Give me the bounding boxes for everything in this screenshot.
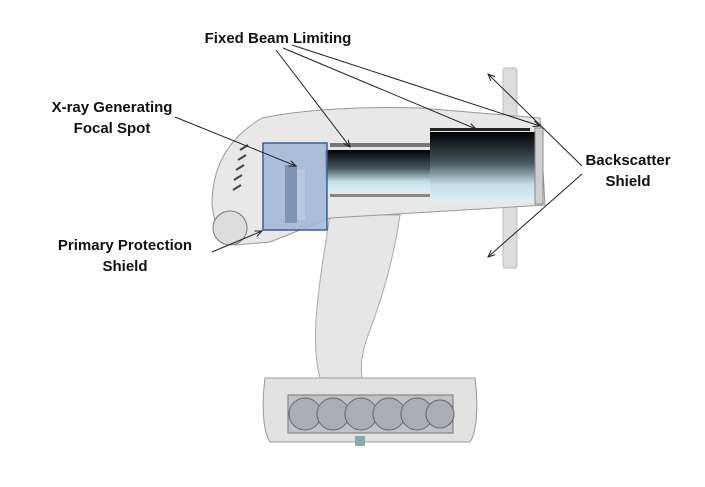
- arrow-focal-spot: [174, 116, 296, 166]
- arrow-fixed-beam-3: [291, 44, 540, 126]
- beam-tube-outer: [430, 132, 535, 202]
- connector: [355, 436, 365, 446]
- callout-arrows: [174, 44, 583, 257]
- label-focal-spot-line2: Focal Spot: [74, 120, 151, 137]
- battery-cells: [288, 397, 455, 431]
- arrow-primary-shield: [211, 231, 262, 253]
- beam-limiter-lower: [330, 194, 430, 197]
- label-primary-shield-line1: Primary Protection: [58, 237, 192, 254]
- arrow-backscatter-top: [488, 74, 583, 167]
- arrow-fixed-beam-1: [275, 49, 350, 147]
- device-handle: [314, 214, 401, 379]
- front-cap: [212, 210, 248, 246]
- label-backscatter-line2: Shield: [605, 173, 650, 190]
- focal-spot-anode: [285, 165, 297, 223]
- outer-limiter: [430, 128, 530, 131]
- focal-spot-cathode: [297, 170, 305, 220]
- label-fixed-beam-limiting: Fixed Beam Limiting: [205, 30, 352, 47]
- label-backscatter-line1: Backscatter: [585, 152, 670, 169]
- label-focal-spot-line1: X-ray Generating: [52, 99, 173, 116]
- beam-limiter-upper: [330, 143, 430, 147]
- arrow-backscatter-bottom: [488, 173, 583, 257]
- label-primary-shield-line2: Shield: [102, 258, 147, 275]
- arrow-fixed-beam-2: [282, 47, 476, 129]
- tube-end-ring: [534, 127, 544, 205]
- beam-tube-inner: [325, 150, 435, 192]
